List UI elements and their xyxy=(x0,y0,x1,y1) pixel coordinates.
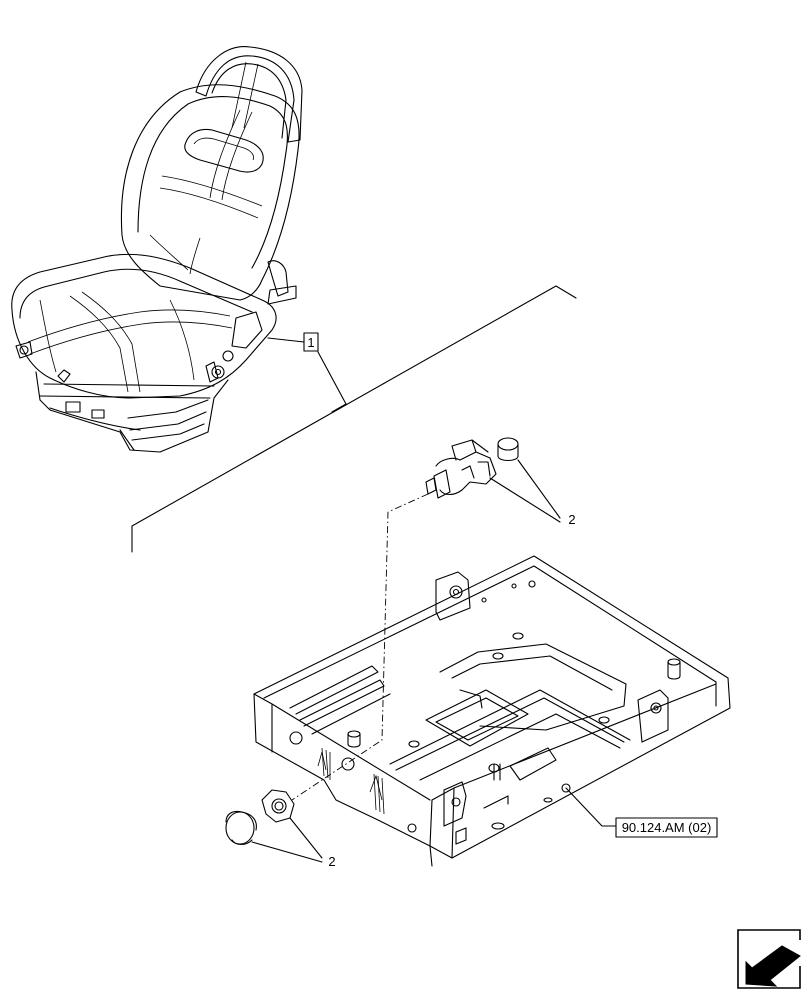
nut-drawing xyxy=(261,789,295,823)
callout-sensor-label: 2 xyxy=(568,512,575,527)
seat-switch-sensor-drawing xyxy=(425,437,519,499)
callout-sensor[interactable]: 2 xyxy=(489,459,576,527)
assembly-centerline xyxy=(291,493,429,801)
arrow-icon[interactable] xyxy=(737,929,801,989)
callout-plugs[interactable]: 2 xyxy=(251,817,336,869)
callout-seat-label: 1 xyxy=(307,335,314,350)
seat-base-frame-drawing xyxy=(253,555,731,867)
callout-plugs-label: 2 xyxy=(328,854,335,869)
callout-frame[interactable]: 90.124.AM (02) xyxy=(565,787,718,838)
driver-seat-drawing xyxy=(11,46,303,453)
callout-seat[interactable]: 1 xyxy=(303,332,319,352)
callout-frame-label: 90.124.AM (02) xyxy=(622,820,712,835)
cap-plug-drawing xyxy=(225,810,257,846)
reference-bracket xyxy=(131,285,577,553)
